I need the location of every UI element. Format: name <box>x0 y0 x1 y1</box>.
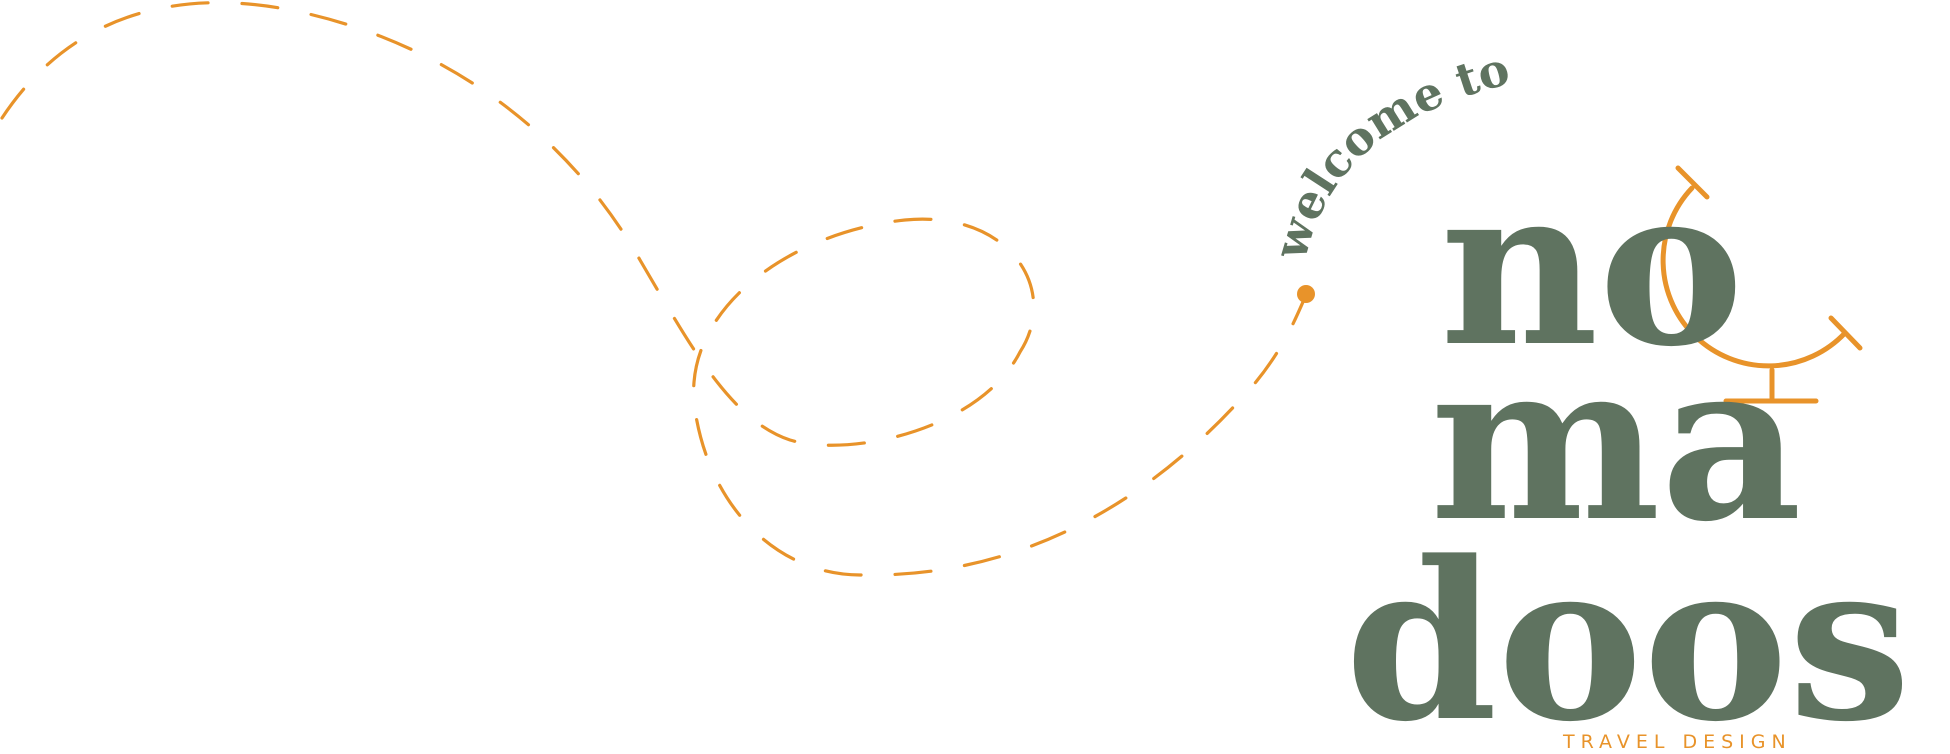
globe-icon <box>1660 165 1863 404</box>
path-start-dot-icon <box>1297 285 1315 303</box>
dashed-flight-path-icon <box>0 1 1308 577</box>
logo-word-line-2: ma <box>1430 314 1802 570</box>
logo-word-line-1: no <box>1440 139 1744 395</box>
logo-word-line-3: doos <box>1345 514 1911 754</box>
logo-tagline: TRAVEL DESIGN <box>1562 731 1792 753</box>
